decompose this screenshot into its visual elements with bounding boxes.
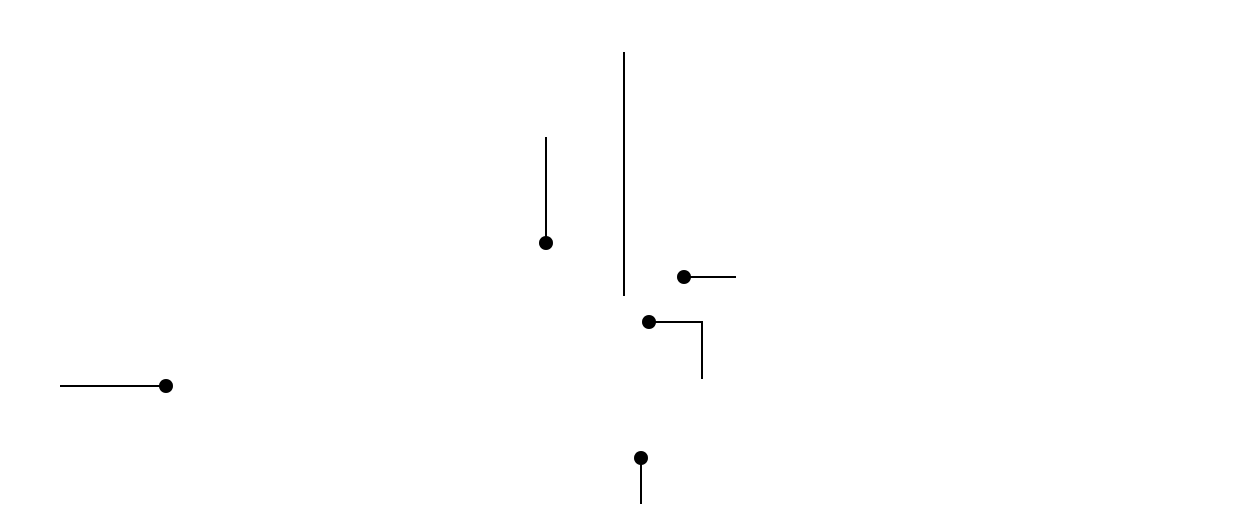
connector-group [60,52,736,504]
elbow-connector-with-dot [642,315,703,379]
horizontal-line-with-right-dot-dot-marker [159,379,173,393]
vertical-line-with-bottom-dot-dot-marker [539,236,553,250]
horizontal-line-with-left-dot-dot-marker [677,270,691,284]
vertical-line-with-top-dot [634,451,648,504]
horizontal-line-with-left-dot [677,270,736,284]
elbow-connector-with-dot-dot-marker [642,315,656,329]
elbow-connector-with-dot-stroke [649,321,703,379]
horizontal-line-with-right-dot [60,379,173,393]
vertical-line-with-top-dot-dot-marker [634,451,648,465]
vertical-line-with-bottom-dot [539,137,553,250]
